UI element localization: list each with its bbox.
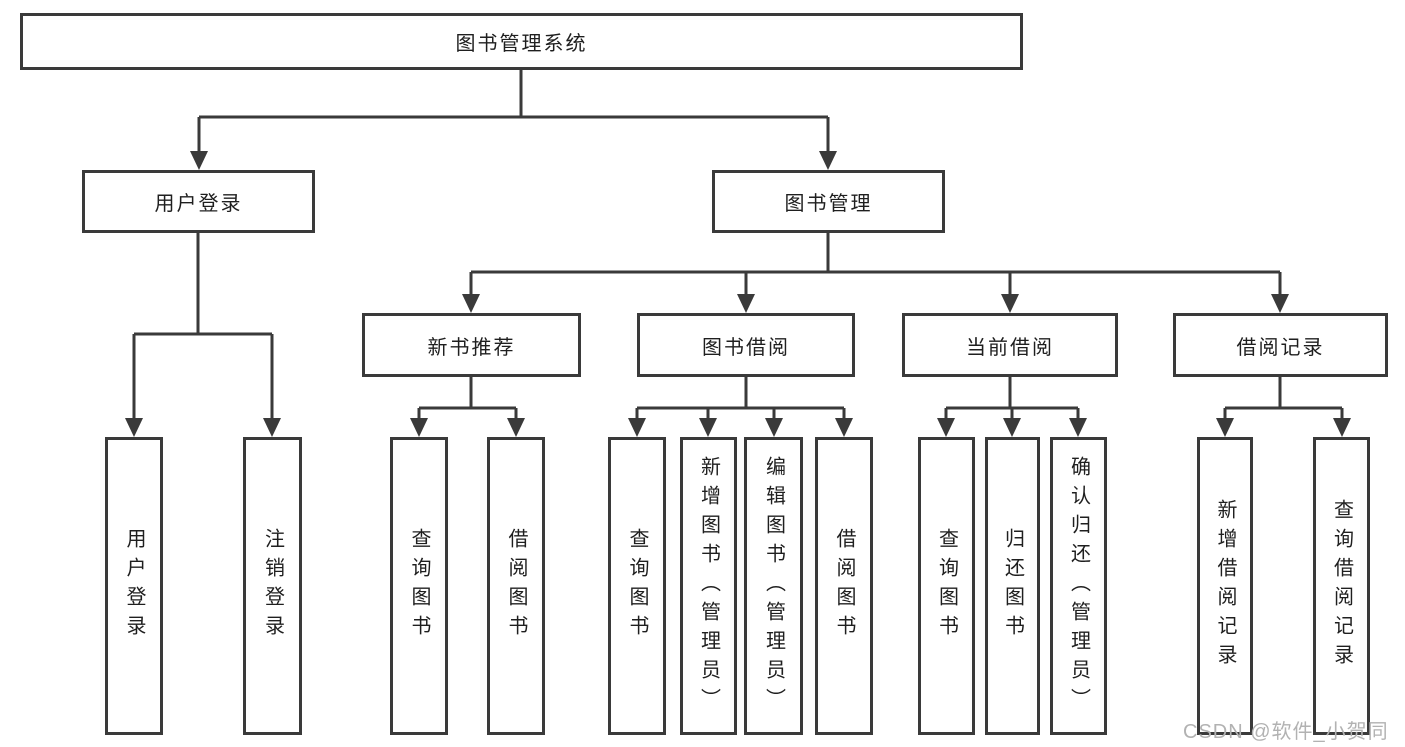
- arrow-down-icon: [835, 418, 853, 437]
- leaf-borrow-books: 借阅图书: [815, 437, 873, 735]
- leaf-user-login: 用户登录: [105, 437, 163, 735]
- node-new-book-recommend: 新书推荐: [362, 313, 581, 377]
- leaf-add-borrow-record: 新增借阅记录: [1197, 437, 1253, 735]
- node-current-borrow: 当前借阅: [902, 313, 1118, 377]
- arrow-down-icon: [410, 418, 428, 437]
- arrow-down-icon: [1003, 418, 1021, 437]
- arrow-down-icon: [1001, 294, 1019, 313]
- leaf-add-books-admin: 新增图书（管理员）: [680, 437, 737, 735]
- leaf-edit-books-admin: 编辑图书（管理员）: [744, 437, 803, 735]
- arrowheads: [125, 151, 1351, 437]
- csdn-watermark: CSDN @软件_小贺同学: [1183, 721, 1389, 743]
- node-book-management: 图书管理: [712, 170, 945, 233]
- arrow-down-icon: [737, 294, 755, 313]
- arrow-down-icon: [1333, 418, 1351, 437]
- arrow-down-icon: [699, 418, 717, 437]
- arrow-down-icon: [628, 418, 646, 437]
- leaf-borrow-books-recommend: 借阅图书: [487, 437, 545, 735]
- leaf-query-borrow-record: 查询借阅记录: [1313, 437, 1370, 735]
- leaf-confirm-return-admin: 确认归还（管理员）: [1050, 437, 1107, 735]
- arrow-down-icon: [125, 418, 143, 437]
- arrow-down-icon: [507, 418, 525, 437]
- arrow-down-icon: [1069, 418, 1087, 437]
- arrow-down-icon: [819, 151, 837, 170]
- connector-lines: [132, 70, 1344, 420]
- node-library-management-system: 图书管理系统: [20, 13, 1023, 70]
- arrow-down-icon: [937, 418, 955, 437]
- leaf-query-books-recommend: 查询图书: [390, 437, 448, 735]
- leaf-query-books-borrow: 查询图书: [608, 437, 666, 735]
- arrow-down-icon: [1271, 294, 1289, 313]
- arrow-down-icon: [1216, 418, 1234, 437]
- arrow-down-icon: [190, 151, 208, 170]
- arrow-down-icon: [462, 294, 480, 313]
- leaf-logout: 注销登录: [243, 437, 302, 735]
- node-user-login: 用户登录: [82, 170, 315, 233]
- leaf-query-books-current: 查询图书: [918, 437, 975, 735]
- node-borrow-records: 借阅记录: [1173, 313, 1388, 377]
- node-book-borrow: 图书借阅: [637, 313, 855, 377]
- arrow-down-icon: [765, 418, 783, 437]
- arrow-down-icon: [263, 418, 281, 437]
- leaf-return-books: 归还图书: [985, 437, 1040, 735]
